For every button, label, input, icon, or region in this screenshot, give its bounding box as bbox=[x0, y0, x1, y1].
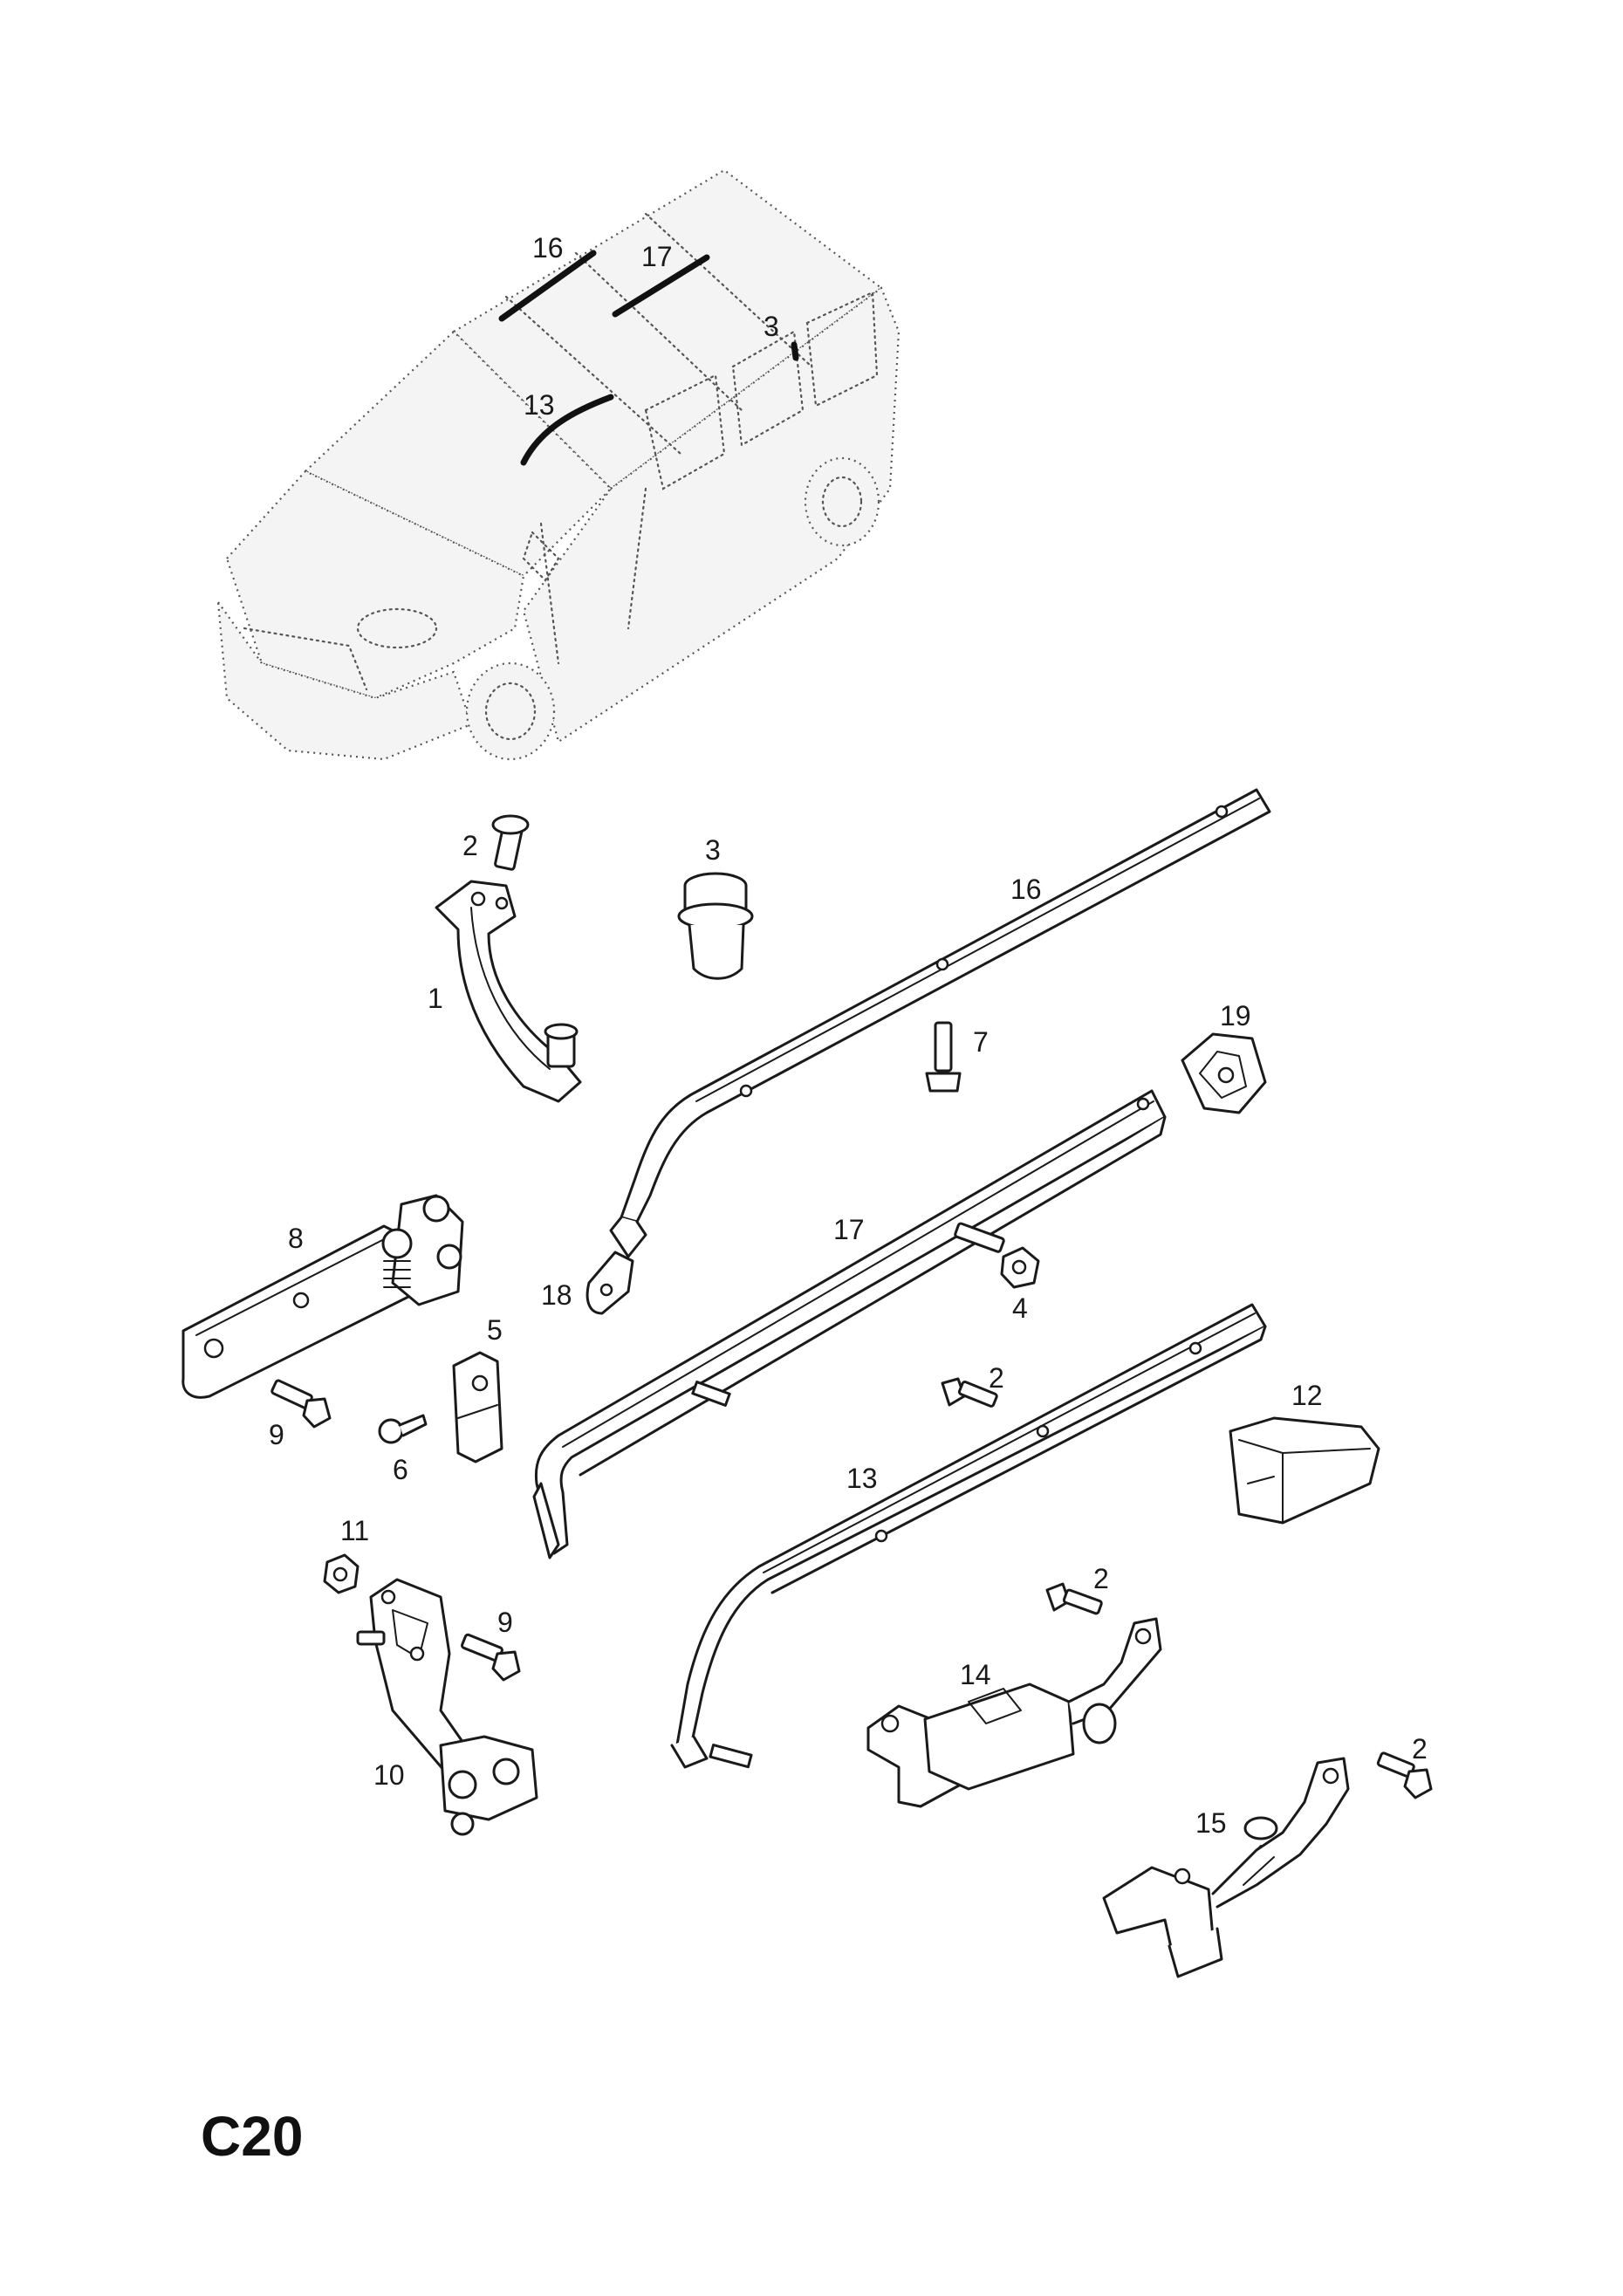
callout-5: 5 bbox=[487, 1314, 503, 1346]
callout-10: 10 bbox=[373, 1759, 405, 1791]
clip-part-19 bbox=[1181, 1032, 1267, 1114]
callout-13: 13 bbox=[846, 1463, 878, 1494]
callout-2-near-14: 2 bbox=[1093, 1563, 1109, 1594]
bolt-part-9-upper bbox=[270, 1379, 332, 1429]
callout-18: 18 bbox=[541, 1279, 572, 1311]
bolt-part-2-top bbox=[491, 814, 530, 871]
callout-14: 14 bbox=[960, 1659, 991, 1690]
nut-part-11 bbox=[323, 1553, 360, 1594]
hinge-part-10 bbox=[356, 1578, 538, 1836]
screw-part-6 bbox=[378, 1414, 428, 1444]
bracket-part-12 bbox=[1229, 1416, 1380, 1525]
lock-part-14 bbox=[866, 1617, 1162, 1808]
callout-4: 4 bbox=[1012, 1292, 1028, 1324]
callout-19: 19 bbox=[1220, 1000, 1251, 1031]
rail-part-17 bbox=[532, 1089, 1167, 1559]
plug-part-3 bbox=[677, 872, 754, 980]
van-overview-illustration bbox=[216, 168, 901, 761]
callout-17: 17 bbox=[833, 1214, 865, 1245]
callout-6: 6 bbox=[393, 1454, 408, 1485]
callout-11: 11 bbox=[340, 1515, 369, 1546]
overview-callout-3: 3 bbox=[764, 311, 779, 342]
bracket-part-1 bbox=[435, 880, 582, 1103]
clip-part-18 bbox=[586, 1251, 634, 1315]
callout-2-top: 2 bbox=[462, 830, 478, 861]
callout-12: 12 bbox=[1291, 1380, 1323, 1411]
overview-callout-16: 16 bbox=[532, 232, 564, 264]
bolt-part-2-near-14 bbox=[1045, 1582, 1103, 1615]
callout-9-lower: 9 bbox=[497, 1607, 513, 1638]
overview-callout-17: 17 bbox=[641, 241, 673, 272]
callout-7: 7 bbox=[973, 1026, 989, 1058]
block-part-5 bbox=[452, 1351, 503, 1463]
rail-part-16 bbox=[609, 788, 1271, 1258]
page-code: C20 bbox=[201, 2105, 303, 2168]
callout-9-upper: 9 bbox=[269, 1419, 284, 1450]
callout-2-middle: 2 bbox=[989, 1362, 1004, 1394]
callout-8: 8 bbox=[288, 1223, 304, 1254]
striker-part-15 bbox=[1102, 1757, 1350, 1978]
bolt-nut-part-4 bbox=[954, 1222, 1040, 1289]
bolt-part-9-lower bbox=[461, 1633, 521, 1682]
callout-3: 3 bbox=[705, 834, 721, 866]
hinge-part-8 bbox=[181, 1194, 464, 1399]
callout-15: 15 bbox=[1195, 1807, 1227, 1839]
callout-2-near-15: 2 bbox=[1412, 1733, 1428, 1765]
overview-callout-13: 13 bbox=[524, 389, 555, 421]
bolt-part-2-middle bbox=[941, 1377, 998, 1408]
rail-part-13 bbox=[670, 1303, 1267, 1769]
callout-1: 1 bbox=[428, 983, 443, 1014]
callout-16: 16 bbox=[1010, 874, 1042, 905]
bolt-part-2-near-15 bbox=[1376, 1751, 1433, 1799]
bolt-part-7 bbox=[925, 1021, 962, 1093]
